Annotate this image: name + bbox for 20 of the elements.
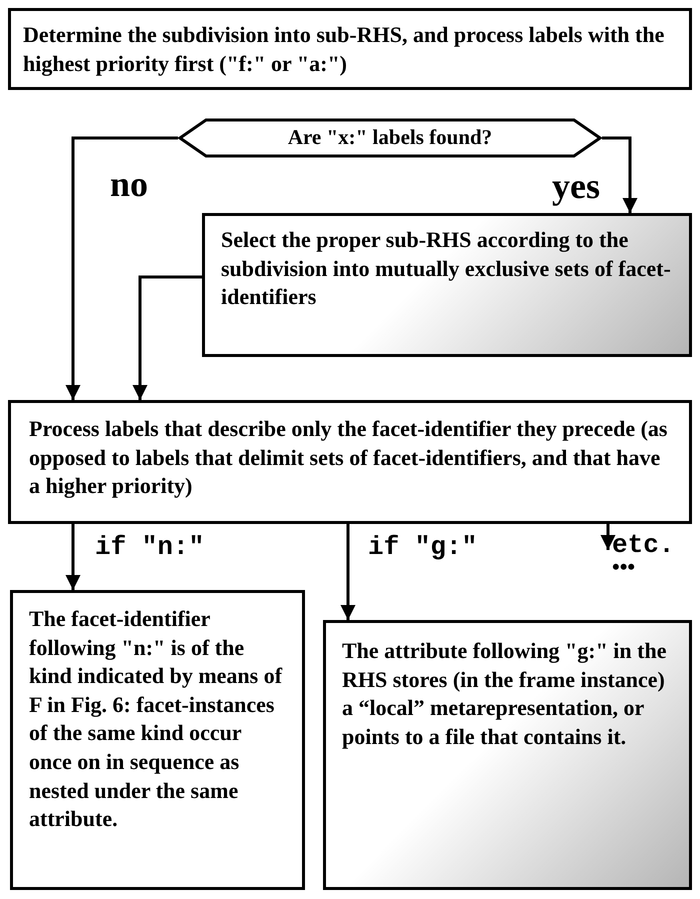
etc-text: etc. — [611, 532, 676, 558]
process-box — [323, 620, 692, 890]
question-text: Are "x:" labels found? — [288, 124, 492, 152]
process-box — [8, 8, 692, 90]
step-text: The attribute following "g:" in the RHS stores (in the frame instance) a “local” metarepresentation, or points to a file that contains it. — [342, 637, 668, 751]
process-box — [8, 400, 692, 524]
edge-label: if "g:" — [368, 534, 478, 560]
ellipsis-text: ••• — [611, 558, 636, 576]
process-box — [202, 213, 692, 357]
step-text: Process labels that describe only the facet-identifier they precede (as opposed to labels that delimit sets of facet-identifiers, and that have a higher priority) — [29, 415, 668, 500]
arrow — [66, 136, 178, 400]
arrow — [602, 136, 638, 213]
arrow — [66, 524, 80, 590]
process-box — [10, 590, 305, 890]
arrow — [600, 524, 616, 550]
step-text: Determine the subdivision into sub-RHS, and process labels with the highest priority first ("f:" or "a:") — [23, 21, 666, 78]
arrow — [132, 276, 202, 400]
step-text: Select the proper sub-RHS according to the subdivision into mutually exclusive sets of facet-identifiers — [221, 226, 672, 312]
step-text: The facet-identifier following "n:" is of the kind indicated by means of F in Fig. 6: facet-instances of the same kind occur once on in sequence as nested under the same attribute. — [29, 605, 284, 834]
arrow — [340, 524, 356, 620]
